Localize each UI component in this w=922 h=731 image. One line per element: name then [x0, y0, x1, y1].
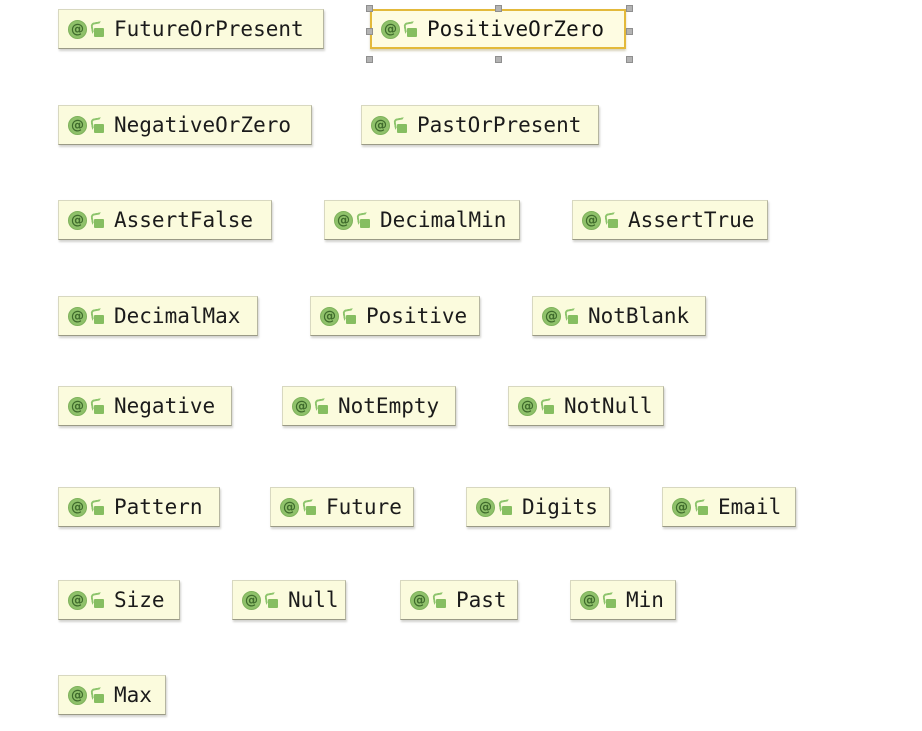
open-padlock-icon — [356, 212, 371, 228]
at-annotation-icon — [542, 306, 561, 326]
open-padlock-icon — [90, 308, 105, 324]
handle-top-center[interactable] — [495, 5, 502, 12]
annotation-node-min[interactable]: Min — [570, 580, 676, 620]
annotation-node-past-or-present[interactable]: PastOrPresent — [361, 105, 599, 145]
annotation-node-decimal-max[interactable]: DecimalMax — [58, 296, 258, 336]
annotation-node-negative[interactable]: Negative — [58, 386, 232, 426]
annotation-node-future[interactable]: Future — [270, 487, 414, 527]
annotation-node-past[interactable]: Past — [400, 580, 518, 620]
at-annotation-icon — [410, 590, 429, 610]
open-padlock-icon — [694, 499, 709, 515]
open-padlock-icon — [564, 308, 579, 324]
annotation-node-label: NotBlank — [588, 303, 690, 328]
annotation-node-label: FutureOrPresent — [114, 16, 304, 41]
annotation-node-null[interactable]: Null — [232, 580, 346, 620]
open-padlock-icon — [403, 21, 418, 37]
annotation-node-label: NegativeOrZero — [114, 112, 292, 137]
annotation-node-positive-or-zero[interactable]: PositiveOrZero — [370, 9, 626, 49]
open-padlock-icon — [314, 398, 329, 414]
annotation-node-negative-or-zero[interactable]: NegativeOrZero — [58, 105, 312, 145]
open-padlock-icon — [342, 308, 357, 324]
at-annotation-icon — [518, 396, 537, 416]
annotation-node-digits[interactable]: Digits — [466, 487, 610, 527]
annotation-node-positive[interactable]: Positive — [310, 296, 480, 336]
open-padlock-icon — [602, 592, 617, 608]
annotation-node-label: Size — [114, 587, 165, 612]
handle-bottom-left[interactable] — [366, 56, 373, 63]
open-padlock-icon — [302, 499, 317, 515]
at-annotation-icon — [242, 590, 261, 610]
at-annotation-icon — [371, 115, 390, 135]
open-padlock-icon — [432, 592, 447, 608]
open-padlock-icon — [90, 687, 105, 703]
open-padlock-icon — [264, 592, 279, 608]
annotation-node-label: Past — [456, 587, 507, 612]
open-padlock-icon — [498, 499, 513, 515]
at-annotation-icon — [292, 396, 311, 416]
annotation-node-email[interactable]: Email — [662, 487, 796, 527]
open-padlock-icon — [540, 398, 555, 414]
annotation-node-label: Negative — [114, 393, 216, 418]
at-annotation-icon — [582, 210, 601, 230]
annotation-node-label: PastOrPresent — [417, 112, 582, 137]
handle-top-left[interactable] — [366, 5, 373, 12]
annotation-node-label: Positive — [366, 303, 468, 328]
at-annotation-icon — [476, 497, 495, 517]
annotation-node-label: DecimalMin — [380, 207, 507, 232]
annotation-node-label: PositiveOrZero — [427, 16, 605, 41]
annotation-node-max[interactable]: Max — [58, 675, 166, 715]
handle-middle-right[interactable] — [626, 28, 633, 35]
handle-bottom-right[interactable] — [626, 56, 633, 63]
annotation-node-label: Max — [114, 682, 152, 707]
open-padlock-icon — [90, 499, 105, 515]
open-padlock-icon — [90, 398, 105, 414]
open-padlock-icon — [90, 117, 105, 133]
annotation-node-not-null[interactable]: NotNull — [508, 386, 664, 426]
annotation-node-assert-true[interactable]: AssertTrue — [572, 200, 768, 240]
at-annotation-icon — [68, 115, 87, 135]
at-annotation-icon — [68, 210, 87, 230]
at-annotation-icon — [68, 685, 87, 705]
open-padlock-icon — [393, 117, 408, 133]
at-annotation-icon — [68, 306, 87, 326]
annotation-node-label: AssertFalse — [114, 207, 254, 232]
at-annotation-icon — [334, 210, 353, 230]
annotation-node-size[interactable]: Size — [58, 580, 180, 620]
annotation-node-label: NotEmpty — [338, 393, 440, 418]
annotation-node-label: AssertTrue — [628, 207, 755, 232]
annotation-node-assert-false[interactable]: AssertFalse — [58, 200, 272, 240]
at-annotation-icon — [580, 590, 599, 610]
annotation-node-label: NotNull — [564, 393, 653, 418]
open-padlock-icon — [604, 212, 619, 228]
annotation-node-label: Email — [718, 494, 782, 519]
at-annotation-icon — [68, 19, 87, 39]
annotation-node-not-blank[interactable]: NotBlank — [532, 296, 706, 336]
annotation-node-label: Future — [326, 494, 402, 519]
annotation-node-not-empty[interactable]: NotEmpty — [282, 386, 456, 426]
at-annotation-icon — [68, 497, 87, 517]
at-annotation-icon — [68, 396, 87, 416]
annotation-node-label: Null — [288, 587, 339, 612]
annotation-node-pattern[interactable]: Pattern — [58, 487, 220, 527]
annotation-node-future-or-present[interactable]: FutureOrPresent — [58, 9, 324, 49]
handle-top-right[interactable] — [626, 5, 633, 12]
annotation-node-label: Min — [626, 587, 664, 612]
open-padlock-icon — [90, 212, 105, 228]
open-padlock-icon — [90, 21, 105, 37]
at-annotation-icon — [381, 19, 400, 39]
handle-middle-left[interactable] — [366, 28, 373, 35]
at-annotation-icon — [68, 590, 87, 610]
annotation-node-decimal-min[interactable]: DecimalMin — [324, 200, 520, 240]
open-padlock-icon — [90, 592, 105, 608]
at-annotation-icon — [672, 497, 691, 517]
annotation-node-label: Pattern — [114, 494, 203, 519]
at-annotation-icon — [320, 306, 339, 326]
annotation-node-label: Digits — [522, 494, 598, 519]
at-annotation-icon — [280, 497, 299, 517]
annotation-node-label: DecimalMax — [114, 303, 241, 328]
handle-bottom-center[interactable] — [495, 56, 502, 63]
